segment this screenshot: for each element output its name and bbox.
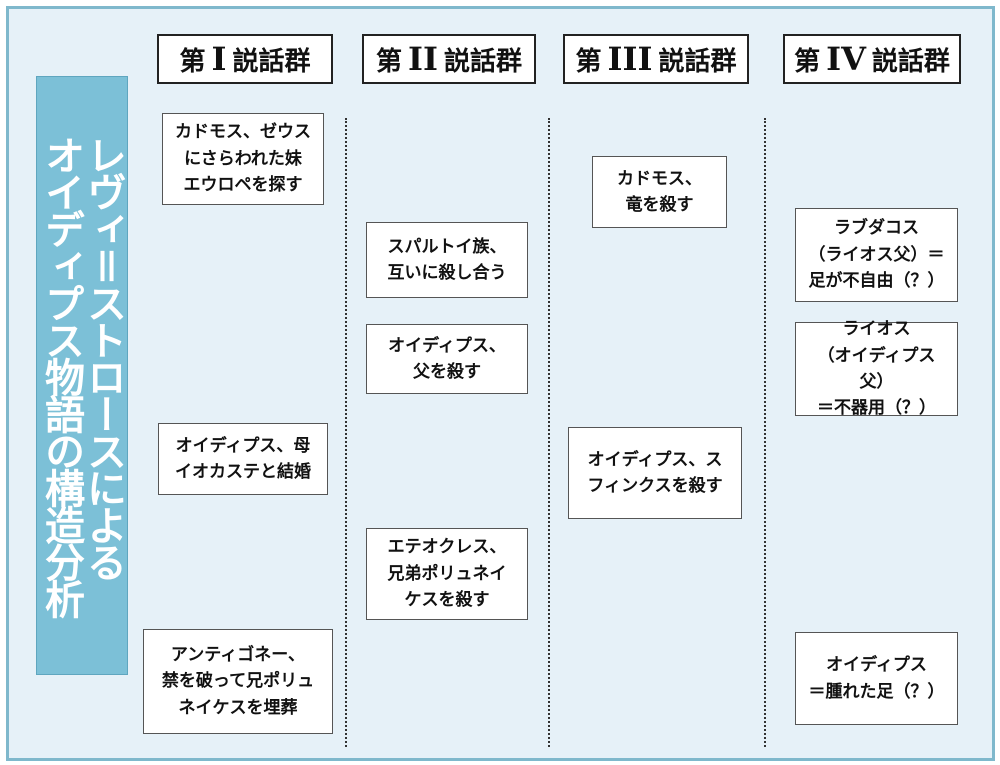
- myth-unit-box: オイディプス、 父を殺す: [366, 324, 528, 394]
- column-separator: [345, 118, 347, 747]
- column-separator: [548, 118, 550, 747]
- myth-unit-box: アンティゴネー、 禁を破って兄ポリュ ネイケスを埋葬: [143, 629, 333, 734]
- myth-unit-box: ラブダコス （ライオス父）＝ 足が不自由（？）: [795, 208, 958, 302]
- myth-unit-box: カドモス、ゼウス にさらわれた妹 エウロペを探す: [162, 113, 324, 205]
- myth-unit-box: オイディプス ＝腫れた足（？）: [795, 632, 958, 725]
- myth-unit-box: オイディプス、母 イオカステと結婚: [158, 423, 328, 495]
- title-line-1: レヴィ＝ストロースによる: [80, 135, 126, 579]
- myth-unit-box: エテオクレス、 兄弟ポリュネイ ケスを殺す: [366, 528, 528, 620]
- myth-unit-box: オイディプス、ス フィンクスを殺す: [568, 427, 742, 519]
- myth-unit-box: ライオス （オイディプス父） ＝不器用（？）: [795, 319, 958, 418]
- title-line-2: オイディプス物語の構造分析: [38, 135, 84, 616]
- vertical-title: レヴィ＝ストロースによる オイディプス物語の構造分析: [36, 76, 128, 675]
- myth-unit-box: カドモス、 竜を殺す: [592, 156, 727, 228]
- myth-unit-box: スパルトイ族、 互いに殺し合う: [366, 222, 528, 298]
- column-separator: [764, 118, 766, 747]
